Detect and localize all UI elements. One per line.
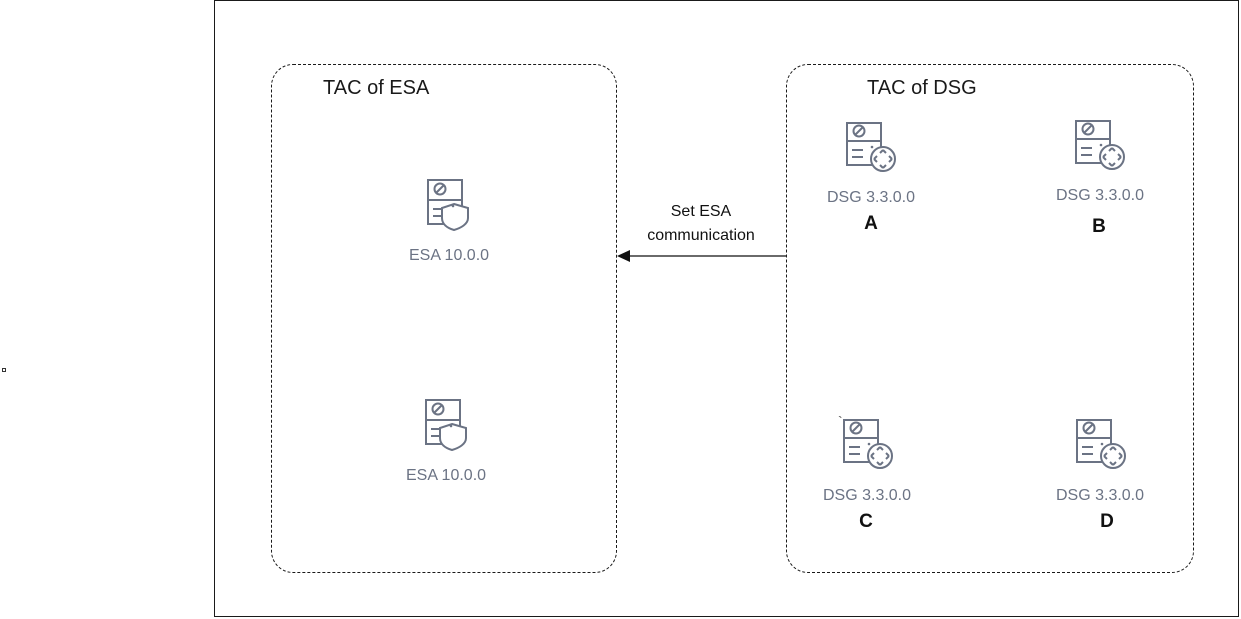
esa-node-label: ESA 10.0.0 bbox=[408, 247, 490, 264]
dsg-node-label: DSG 3.3.0.0 bbox=[1055, 487, 1145, 504]
diagram-frame bbox=[214, 0, 1239, 617]
dsg-node-label: DSG 3.3.0.0 bbox=[1055, 187, 1145, 204]
edge-label-line1: Set ESA bbox=[670, 203, 732, 220]
dsg-node-label: DSG 3.3.0.0 bbox=[822, 487, 912, 504]
esa-server-shield-icon bbox=[427, 179, 469, 232]
dsg-node-letter: A bbox=[864, 213, 878, 234]
dsg-group-title: TAC of DSG bbox=[867, 77, 977, 99]
dsg-server-gateway-icon bbox=[846, 122, 896, 172]
edge-label: Set ESA communication bbox=[626, 200, 776, 248]
esa-node-label: ESA 10.0.0 bbox=[405, 467, 487, 484]
dsg-node-letter: D bbox=[1100, 511, 1114, 532]
dsg-server-gateway-icon bbox=[1076, 419, 1126, 469]
dsg-server-gateway-icon bbox=[843, 419, 893, 469]
dsg-group bbox=[786, 64, 1194, 573]
dsg-node-letter: B bbox=[1092, 216, 1106, 237]
dsg-node-letter: C bbox=[859, 511, 873, 532]
dsg-server-gateway-icon bbox=[1075, 120, 1125, 170]
stray-backtick: ` bbox=[838, 413, 843, 429]
esa-group-title: TAC of ESA bbox=[323, 77, 430, 99]
dsg-node-label: DSG 3.3.0.0 bbox=[826, 189, 916, 206]
edge-label-line2: communication bbox=[647, 227, 755, 244]
esa-communication-arrowhead bbox=[617, 250, 630, 262]
stray-marker bbox=[2, 368, 6, 372]
esa-server-shield-icon bbox=[425, 399, 467, 452]
esa-group bbox=[271, 64, 617, 573]
